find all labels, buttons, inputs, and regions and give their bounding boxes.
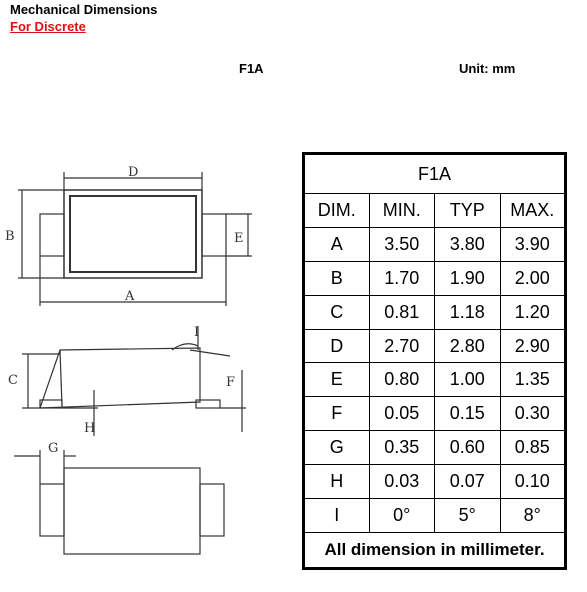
dim-label-d: D (128, 165, 138, 180)
table-cell: 3.90 (499, 226, 566, 262)
dim-label-c: C (8, 373, 18, 388)
dim-label-a: A (124, 289, 135, 304)
column-header: TYP (434, 193, 501, 228)
for-discrete-link[interactable]: For Discrete (10, 19, 86, 34)
table-footer-note: All dimension in millimeter. (303, 532, 566, 569)
table-cell: 3.50 (368, 226, 435, 262)
table-cell: H (303, 464, 370, 500)
table-row: D 2.70 2.80 2.90 (303, 328, 566, 364)
table-row: A 3.50 3.80 3.90 (303, 226, 566, 262)
column-header: MAX. (499, 193, 566, 228)
table-cell: 2.90 (499, 328, 566, 364)
table-cell: 0.81 (368, 294, 435, 330)
page-title: Mechanical Dimensions (10, 2, 158, 17)
table-row: H 0.03 0.07 0.10 (303, 464, 566, 500)
table-cell: 0.85 (499, 430, 566, 466)
dim-label-b: B (5, 229, 15, 244)
dimension-table: F1A DIM. MIN. TYP MAX. A 3.50 3.80 3.90 … (302, 152, 567, 570)
table-cell: 3.80 (434, 226, 501, 262)
table-cell: A (303, 226, 370, 262)
column-header: MIN. (368, 193, 435, 228)
table-cell: 2.70 (368, 328, 435, 364)
table-cell: 0.30 (499, 396, 566, 432)
top-view-drawing (18, 172, 252, 306)
table-cell: 0.80 (368, 362, 435, 398)
table-cell: D (303, 328, 370, 364)
table-cell: 1.00 (434, 362, 501, 398)
table-cell: 0.05 (368, 396, 435, 432)
table-cell: F (303, 396, 370, 432)
dim-label-e: E (234, 231, 244, 246)
table-row: G 0.35 0.60 0.85 (303, 430, 566, 466)
unit-label: Unit: mm (459, 61, 516, 76)
table-cell: 0.03 (368, 464, 435, 500)
table-row: B 1.70 1.90 2.00 (303, 260, 566, 296)
table-cell: 5° (434, 498, 501, 533)
part-number-label: F1A (239, 61, 264, 76)
table-cell: 1.20 (499, 294, 566, 330)
table-header-row: DIM. MIN. TYP MAX. (303, 193, 566, 228)
table-cell: I (303, 498, 370, 533)
table-cell: 0.60 (434, 430, 501, 466)
table-title: F1A (303, 153, 566, 194)
table-cell: G (303, 430, 370, 466)
table-row: C 0.81 1.18 1.20 (303, 294, 566, 330)
bottom-view-drawing (14, 450, 225, 555)
table-cell: 1.70 (368, 260, 435, 296)
table-row: I 0° 5° 8° (303, 498, 566, 533)
table-cell: 8° (499, 498, 566, 533)
table-cell: C (303, 294, 370, 330)
column-header: DIM. (303, 193, 370, 228)
table-cell: 0.15 (434, 396, 501, 432)
table-cell: 1.18 (434, 294, 501, 330)
table-cell: 0.07 (434, 464, 501, 500)
table-row: E 0.80 1.00 1.35 (303, 362, 566, 398)
side-view-drawing (22, 326, 246, 436)
table-cell: 1.90 (434, 260, 501, 296)
dim-label-i: I (194, 325, 199, 340)
table-cell: 0.10 (499, 464, 566, 500)
table-cell: 2.00 (499, 260, 566, 296)
table-row: F 0.05 0.15 0.30 (303, 396, 566, 432)
package-drawings: D A B E C F H I G (5, 165, 252, 555)
table-cell: 0.35 (368, 430, 435, 466)
dim-label-g: G (48, 441, 58, 456)
table-cell: E (303, 362, 370, 398)
table-cell: B (303, 260, 370, 296)
dim-label-h: H (84, 421, 95, 436)
table-cell: 2.80 (434, 328, 501, 364)
dim-label-f: F (226, 375, 235, 390)
table-cell: 1.35 (499, 362, 566, 398)
table-cell: 0° (368, 498, 435, 533)
